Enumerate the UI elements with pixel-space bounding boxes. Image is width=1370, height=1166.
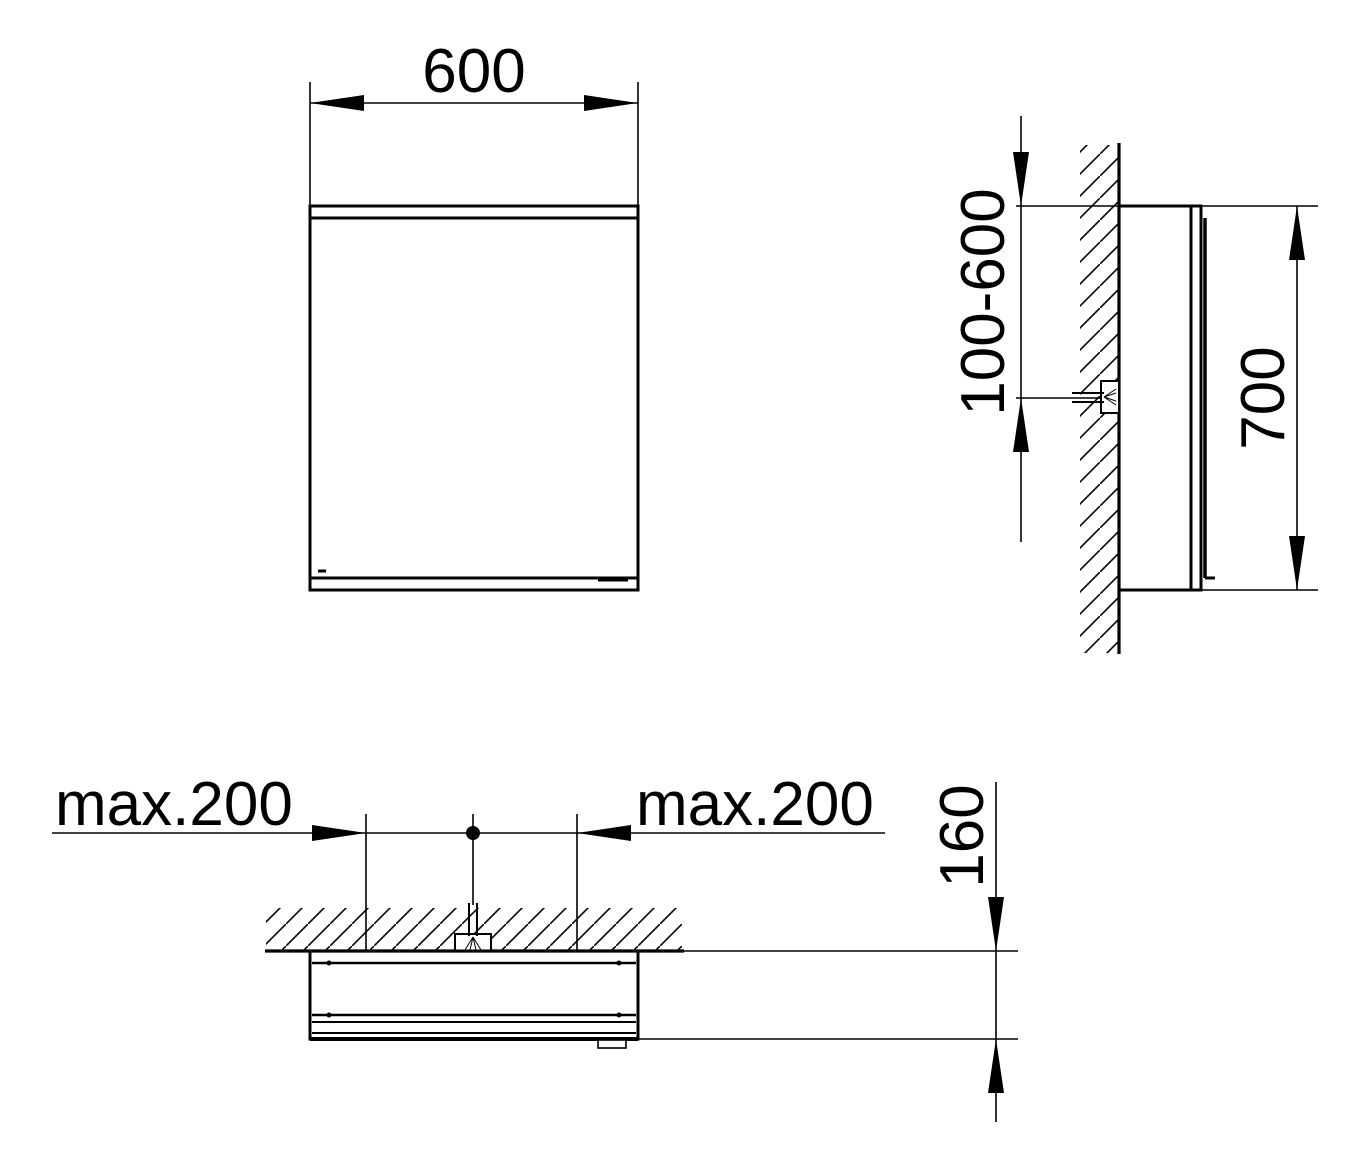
depth-dimension-label: 160 [928, 784, 997, 887]
socket-icon [1072, 380, 1120, 414]
arrow-up-icon [1013, 398, 1029, 452]
mount-offset-dimension-label: 100-600 [949, 188, 1018, 416]
arrow-left-icon [577, 825, 631, 841]
arrow-down-icon [988, 897, 1004, 951]
right-offset-label: max.200 [636, 770, 874, 839]
width-dimension-label: 600 [422, 37, 525, 106]
top-view: max.200 max.200 160 [52, 770, 1018, 1122]
cabinet-front-outline [308, 204, 640, 592]
arrow-up-icon [988, 1039, 1004, 1093]
arrow-up-icon [1289, 206, 1305, 260]
left-offset-label: max.200 [55, 770, 293, 839]
arrow-down-icon [1289, 536, 1305, 590]
arrow-right-icon [312, 825, 366, 841]
arrow-left-icon [310, 95, 364, 111]
socket-icon [454, 903, 492, 952]
front-view: 600 [308, 37, 640, 592]
side-view: 700 100-600 [949, 116, 1318, 654]
height-dimension-label: 700 [1229, 346, 1298, 449]
arrow-right-icon [584, 95, 638, 111]
arrow-down-icon [1013, 152, 1029, 206]
